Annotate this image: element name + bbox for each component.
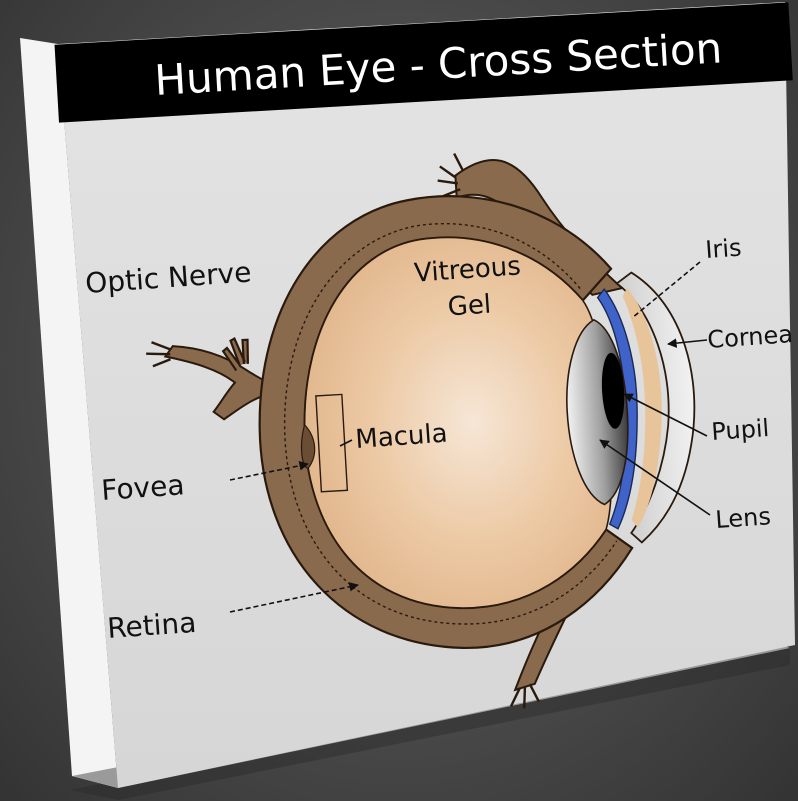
label-lens: Lens — [714, 502, 771, 534]
label-iris: Iris — [704, 234, 742, 264]
label-cornea: Cornea — [706, 320, 793, 354]
label-fovea: Fovea — [100, 468, 185, 507]
label-pupil: Pupil — [710, 414, 770, 446]
label-retina: Retina — [106, 606, 197, 645]
label-vitreous-line2: Gel — [447, 290, 492, 323]
label-macula: Macula — [354, 419, 448, 455]
